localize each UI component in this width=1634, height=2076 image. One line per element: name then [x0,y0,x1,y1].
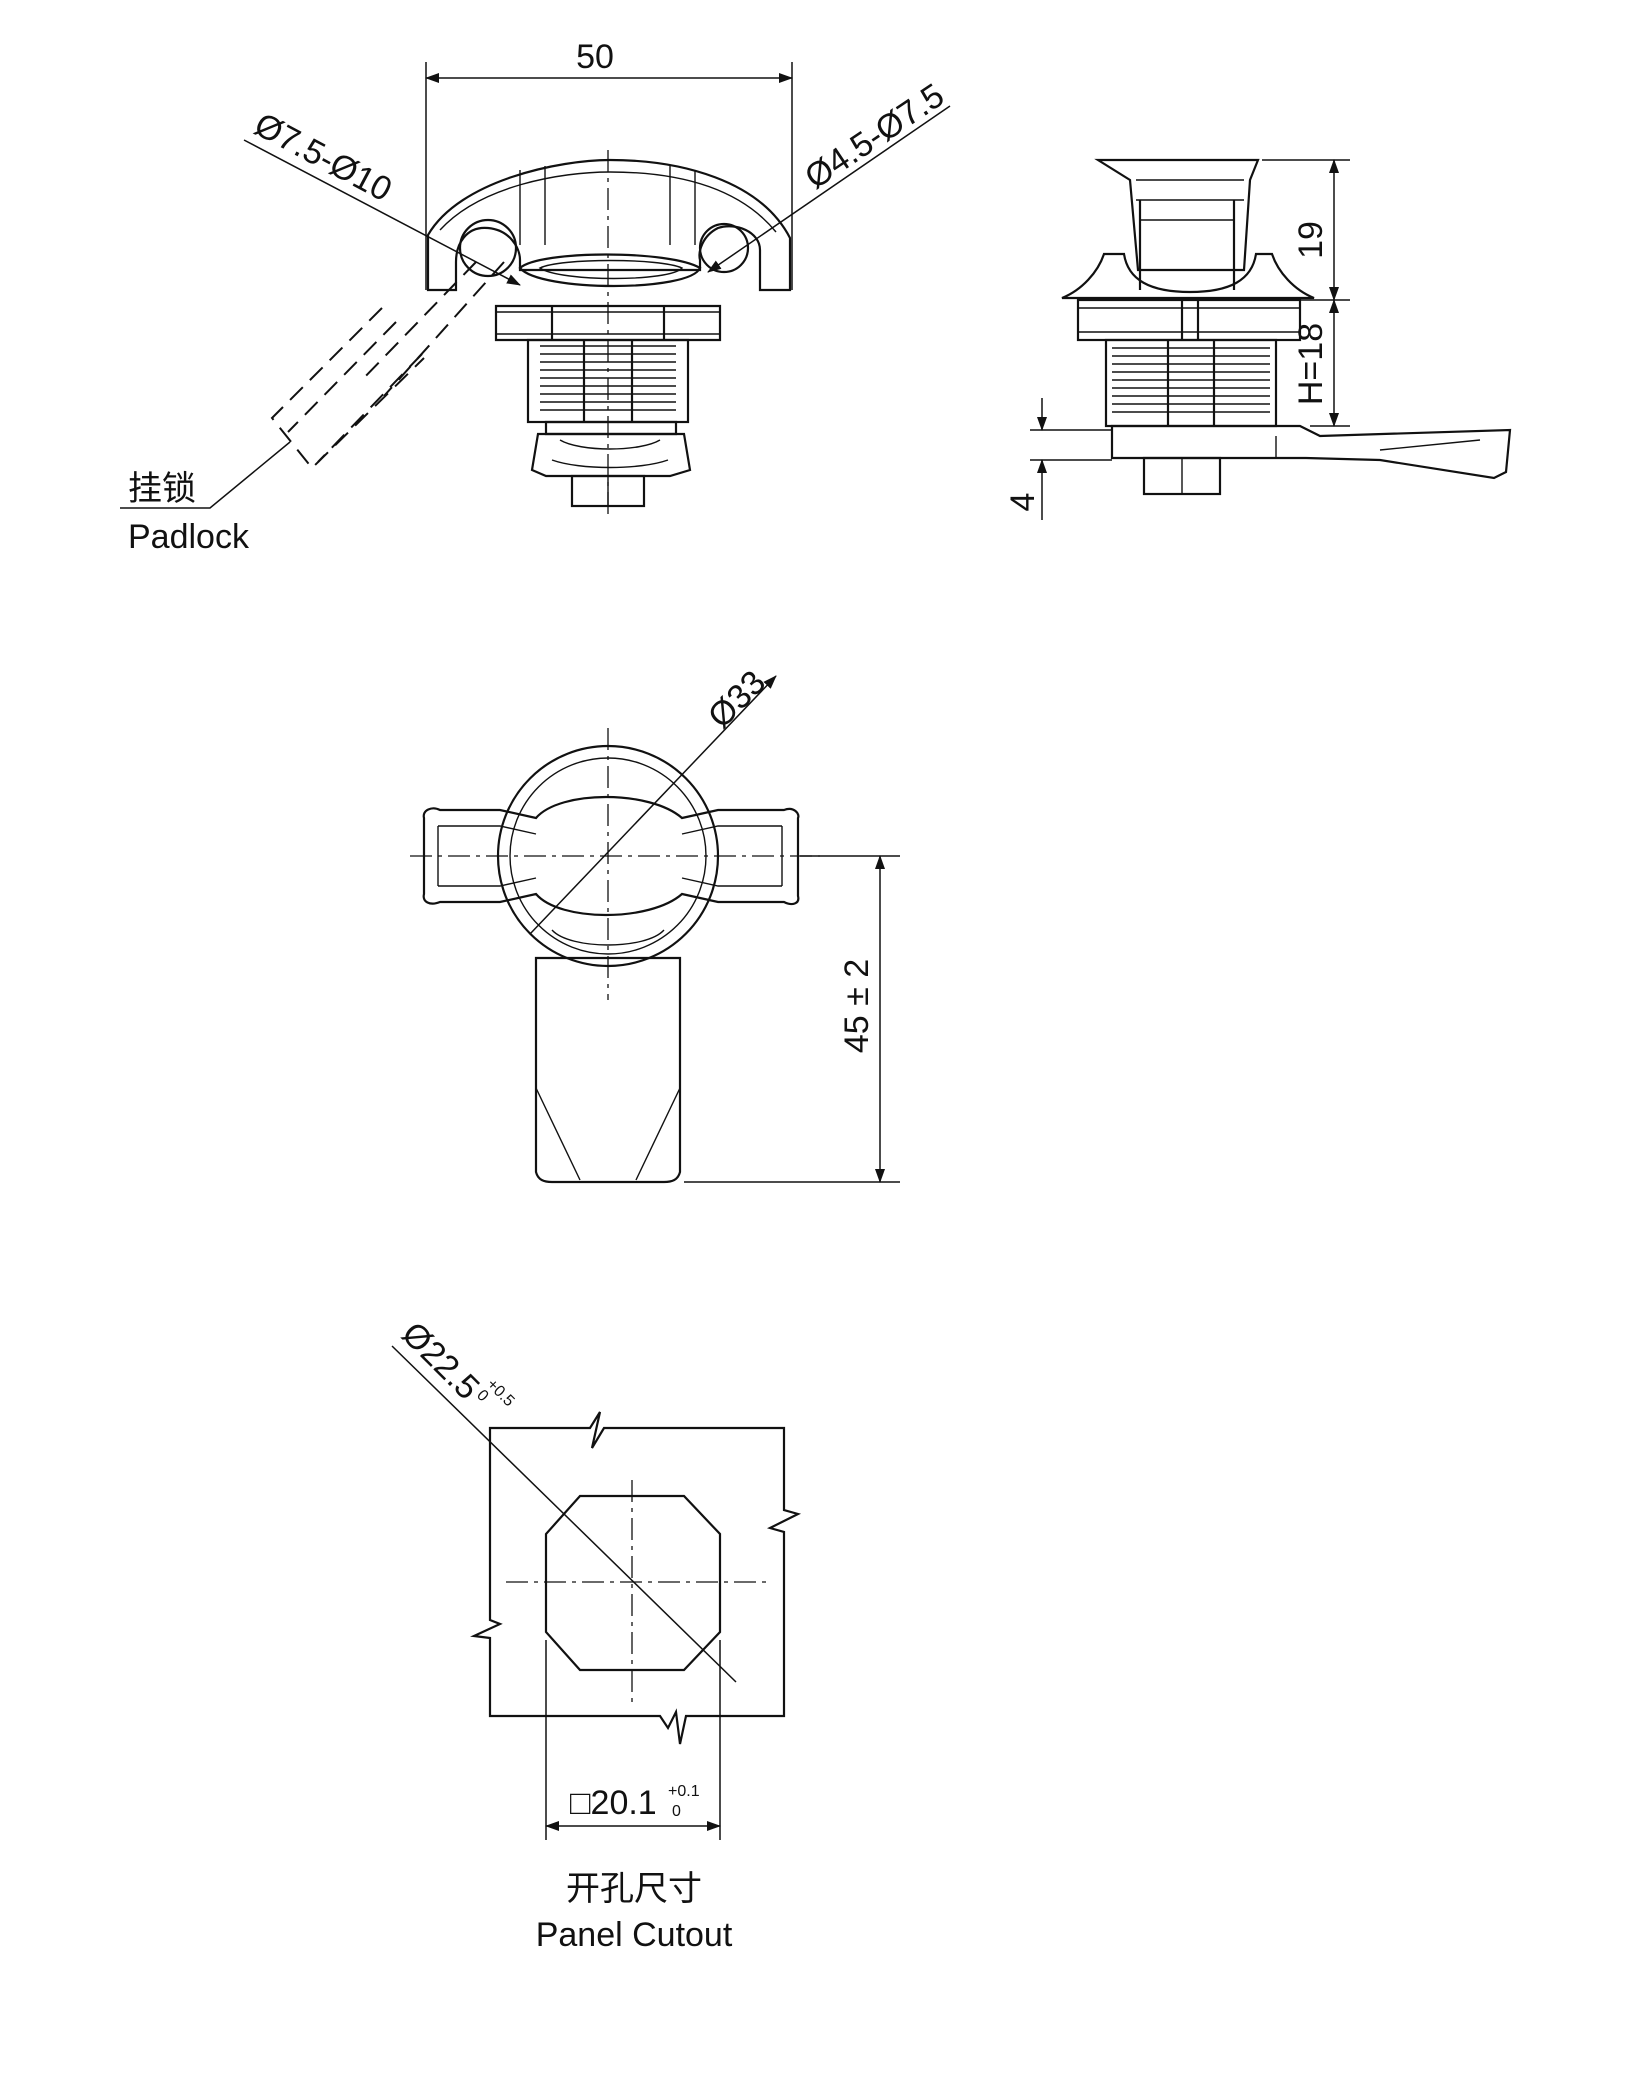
cutout-label-cn: 开孔尺寸 [566,1869,702,1909]
padlock-label-en: Padlock [128,518,250,556]
width-dimension-label: 50 [576,38,614,76]
padlock-hidden-outline [270,261,505,470]
cam-clamp [530,432,692,478]
cutout-square-tol-lower: 0 [672,1803,681,1820]
front-view: 50 [120,38,951,556]
padlock-hole-left [458,218,518,278]
height-body-dim-label: H=18 [1292,323,1330,405]
padlock-label-cn: 挂锁 [128,469,196,509]
padlock-label-leader [120,441,291,509]
cutout-shape [544,1494,722,1672]
cam-length-dim-label: 45 ± 2 [838,959,876,1053]
padlock-large-dia-label: Ø7.5-Ø10 [248,106,398,210]
side-threaded-body [1104,338,1278,428]
padlock-small-dia-leader [707,105,951,273]
handle-ridge [439,171,777,233]
cutout-square-tol-upper: +0.1 [668,1783,700,1800]
handle-body [426,158,792,292]
padlock-small-dia-label: Ø4.5-Ø7.5 [798,76,951,196]
finger-pocket [518,253,702,288]
side-cam-plate [1110,424,1512,480]
cutout-label-en: Panel Cutout [536,1916,733,1954]
top-diameter-leader [529,675,777,935]
side-hex-nut [1076,298,1302,342]
padlock-hole-right [698,222,750,274]
top-diameter-label: Ø33 [701,663,773,735]
side-flange [1061,252,1315,300]
side-handle-top [1094,158,1260,272]
height-top-dim-label: 19 [1292,221,1330,259]
panel-cutout-view: Ø22.5 +0.5 0 □20.1 +0.1 0 开孔尺寸 Panel Cut… [391,1315,802,1954]
padlock-large-dia-leader [243,139,521,286]
cutout-diameter-leader [391,1345,737,1683]
top-handle-bar [422,795,800,917]
top-cam-arm [534,956,682,1184]
hex-nut [494,304,722,342]
panel-outline [470,1411,802,1745]
side-view: 19 H=18 4 [1004,158,1512,520]
cam-thickness-dim-label: 4 [1004,493,1042,512]
cutout-square-label: □20.1 [570,1784,657,1822]
top-view: Ø33 45 ± 2 [410,663,900,1184]
